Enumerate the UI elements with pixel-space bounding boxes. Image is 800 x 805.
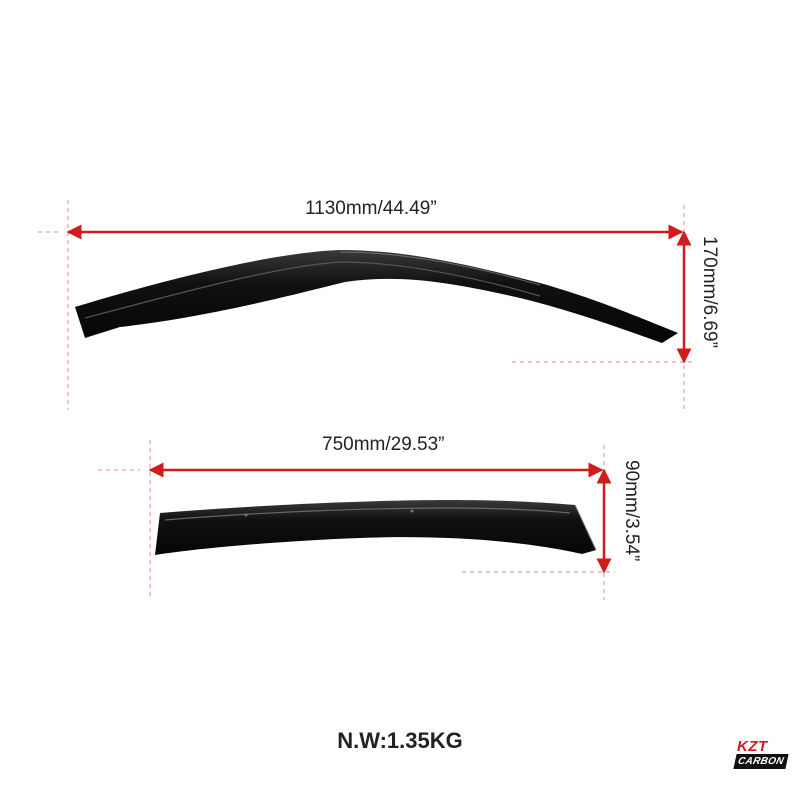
top-width-label: 1130mm/44.49” — [305, 198, 437, 219]
top-height-label: 170mm/6.69” — [699, 236, 720, 348]
logo-carbon-text: CARBON — [733, 754, 789, 769]
bottom-width-label: 750mm/29.53” — [322, 434, 445, 455]
bottom-window-visor — [155, 500, 597, 555]
net-weight-label: N.W:1.35KG — [337, 728, 463, 753]
top-window-visor — [75, 250, 678, 343]
brand-logo: KZT CARBON — [733, 738, 789, 774]
bottom-height-label: 90mm/3.54” — [621, 460, 642, 562]
logo-kzt-text: KZT — [737, 738, 768, 755]
